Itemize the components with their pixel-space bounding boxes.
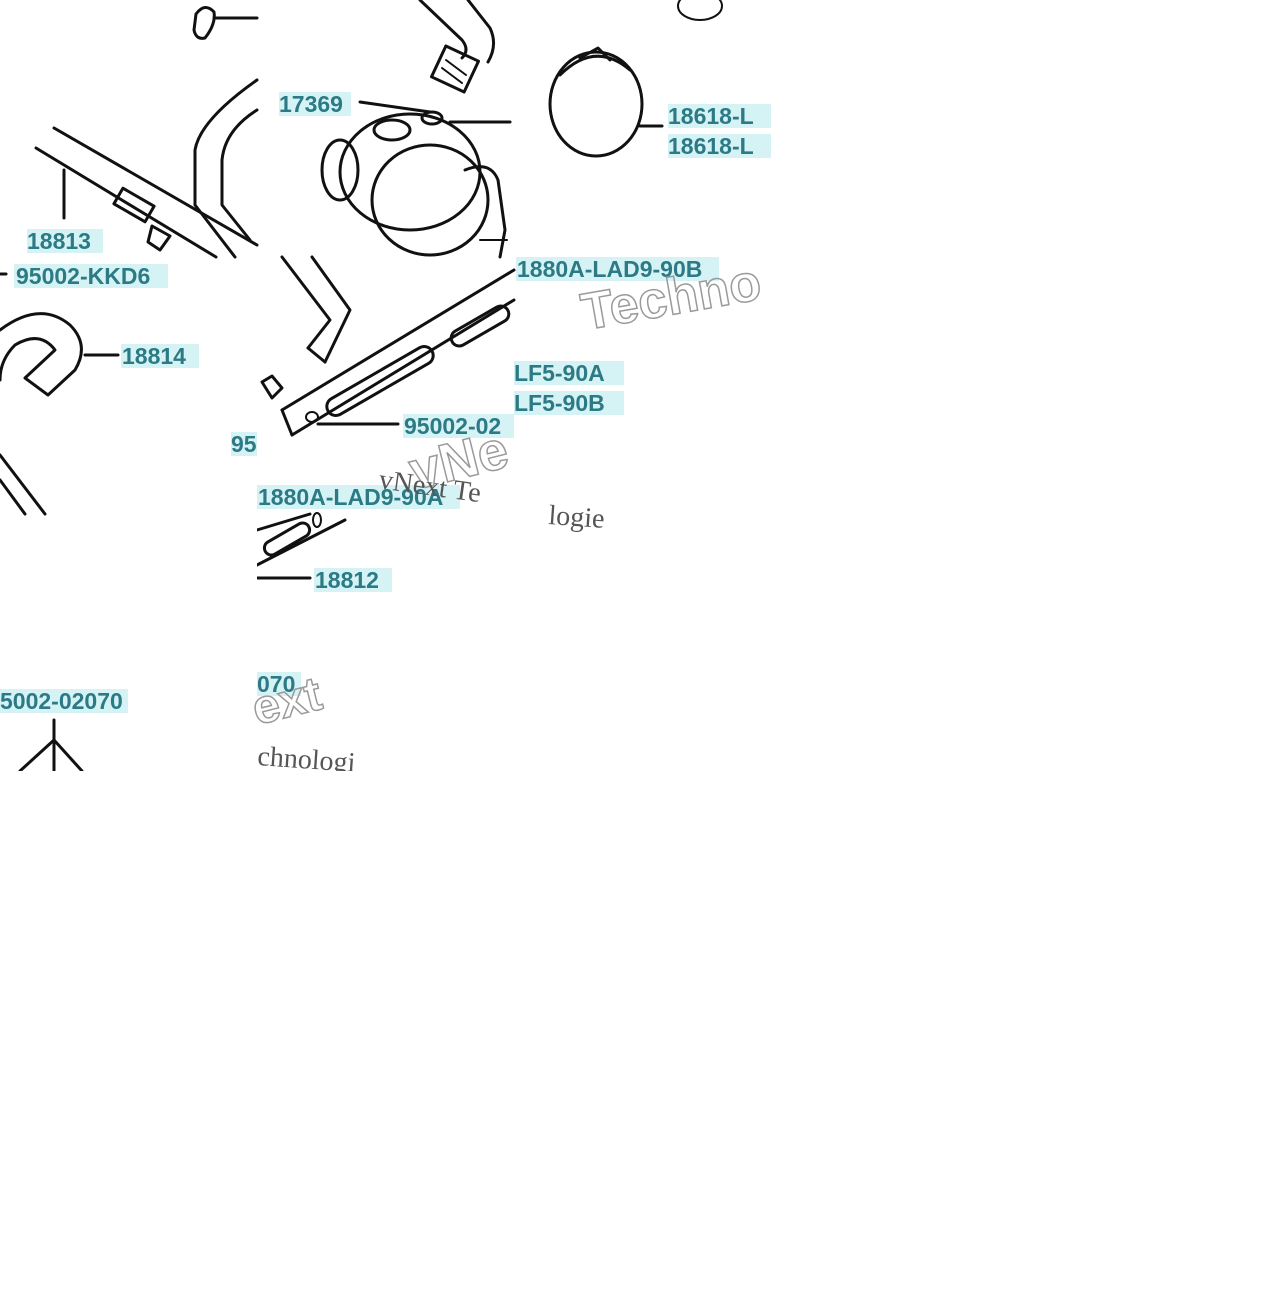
tube-strip xyxy=(280,268,516,437)
part-label-95-left: 95 xyxy=(231,431,257,457)
part-label-1880a-lad9-90a: 1880A-LAD9-90A xyxy=(258,484,443,510)
clamp-18618 xyxy=(548,0,723,158)
blank-region-mid xyxy=(514,540,771,771)
watermark-logie: logie xyxy=(548,500,606,535)
part-label-18618-a: 18618-L xyxy=(668,103,754,129)
part-label-18814: 18814 xyxy=(122,343,186,369)
part-label-lf5-90b: LF5-90B xyxy=(514,390,605,416)
hose-18813 xyxy=(34,126,259,259)
part-label-lf5-90a: LF5-90A xyxy=(514,360,605,386)
part-label-18618-b: 18618-L xyxy=(668,133,754,159)
part-label-070: 070 xyxy=(257,671,295,697)
air-filter-valve xyxy=(320,110,508,259)
part-label-5002-02070: 5002-02070 xyxy=(0,688,123,714)
blank-region-bottom xyxy=(0,771,1285,1285)
hose-clamp-top-left xyxy=(192,6,259,40)
u-hose-18814 xyxy=(0,312,83,516)
part-label-18812: 18812 xyxy=(315,567,379,593)
tube-strip-lower xyxy=(255,512,347,567)
hose-bend-middle xyxy=(280,255,352,364)
clip-small xyxy=(260,374,284,400)
leader-17369 xyxy=(358,100,432,114)
curved-hose-top xyxy=(193,78,259,259)
bracket-bottom-left xyxy=(18,718,84,773)
part-label-95002-02-mid: 95002-02 xyxy=(404,413,501,439)
hose-pipe-upper xyxy=(418,0,495,94)
part-label-17369: 17369 xyxy=(279,91,343,117)
part-label-18813: 18813 xyxy=(27,228,91,254)
part-label-95002-kkd6: 95002-KKD6 xyxy=(16,263,150,289)
blank-region-left xyxy=(130,520,257,680)
blank-region-mid-left xyxy=(390,600,514,771)
part-label-1880a-lad9-90b: 1880A-LAD9-90B xyxy=(517,256,702,282)
